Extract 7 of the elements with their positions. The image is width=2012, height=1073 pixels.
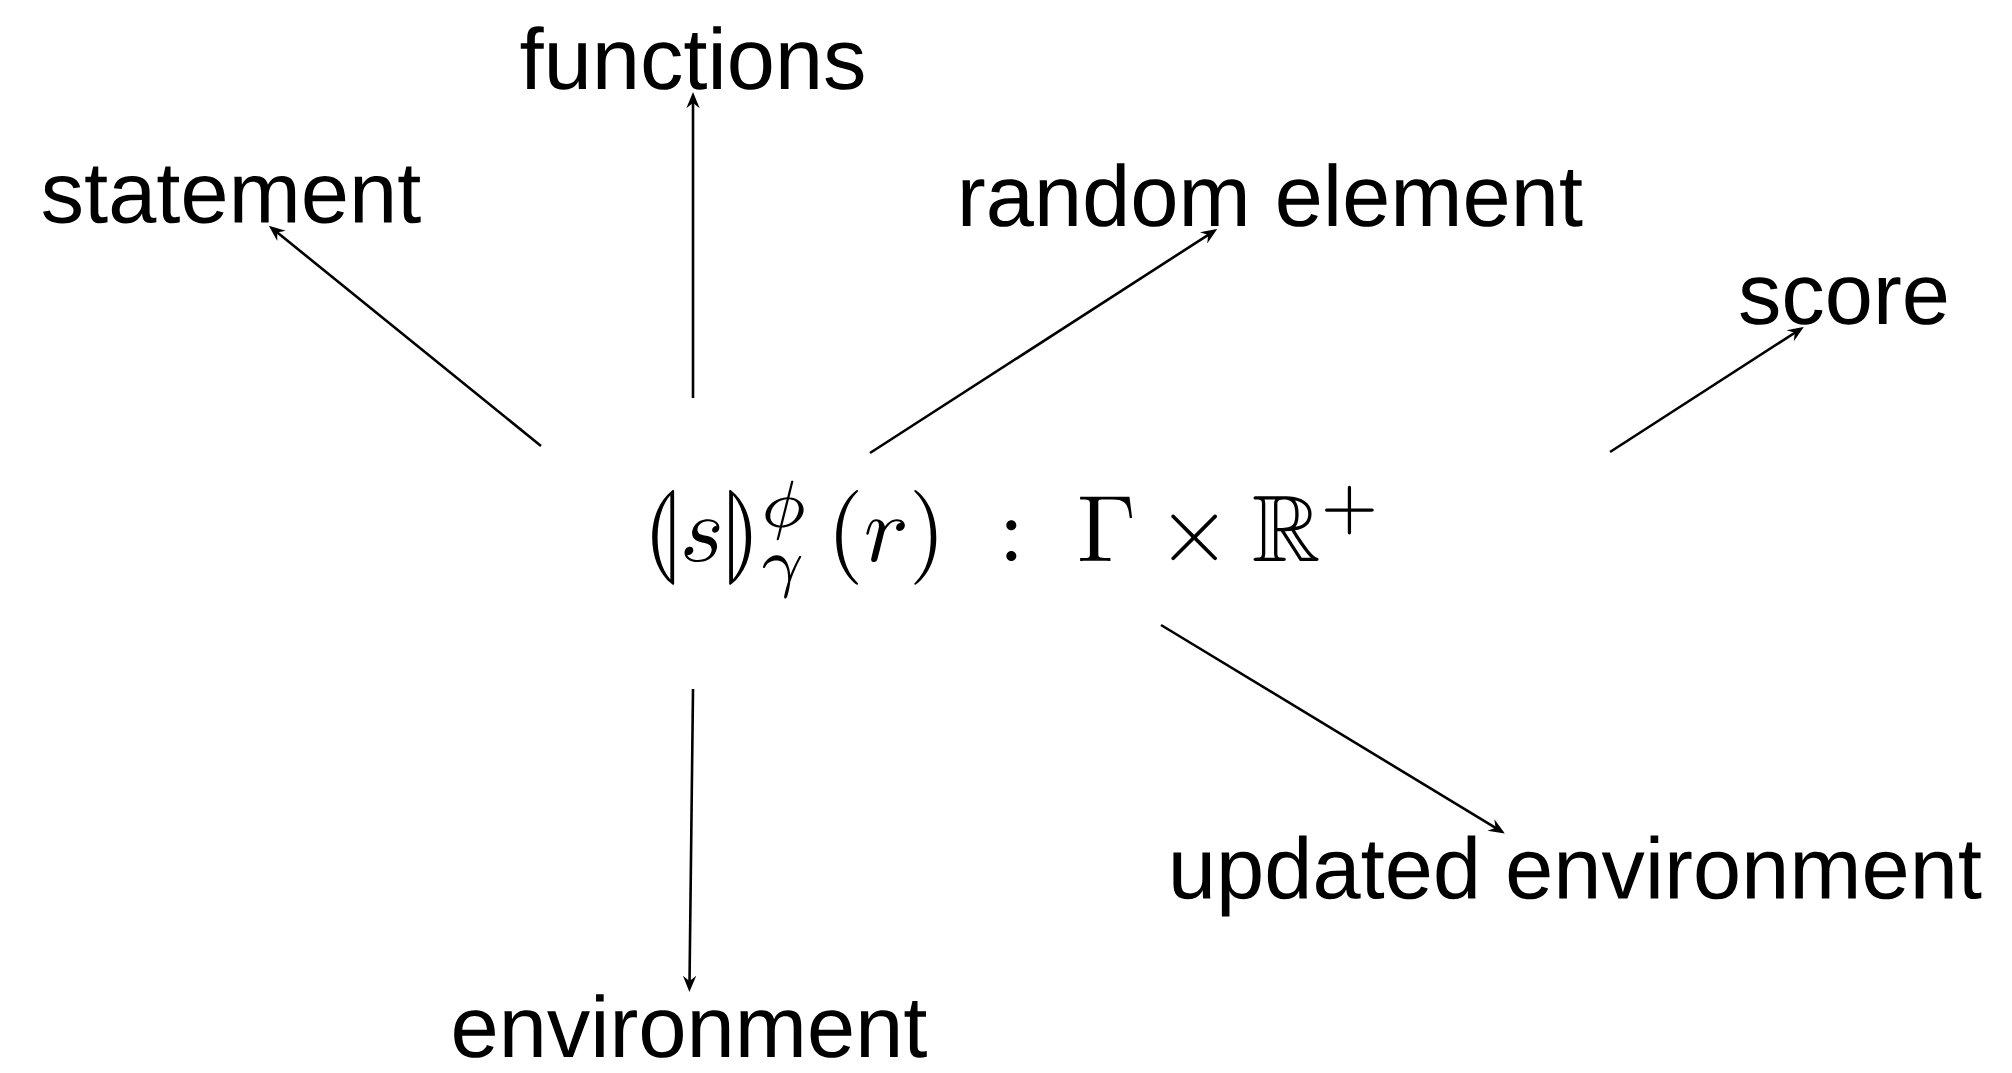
label-text: functions <box>520 26 864 90</box>
label-text: statement <box>43 166 421 224</box>
label-text: score <box>1740 277 1947 325</box>
formula: $\llparenthesis s\rrparenthesis_{\gamma}^{\phi}\,(r)\;:\;\Gamma\times\mathbb{R}^{+}$ <box>652 480 1374 599</box>
label-text: random element <box>962 163 1583 227</box>
label-text: environment <box>454 994 927 1058</box>
label-text: updated environment <box>1173 835 1982 917</box>
